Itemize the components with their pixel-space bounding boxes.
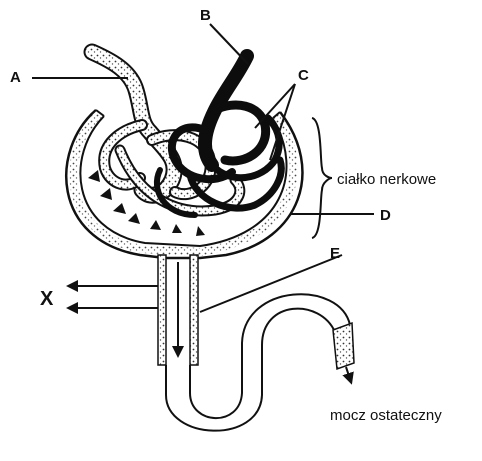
outlet-duct	[333, 323, 354, 379]
label-b: B	[200, 7, 211, 24]
label-a: A	[10, 69, 21, 86]
label-final-urine: mocz ostateczny	[330, 407, 442, 424]
leader-lines	[32, 24, 374, 312]
label-d: D	[380, 207, 391, 224]
label-renal-corpuscle: ciałko nerkowe	[337, 171, 436, 188]
proximal-tubule	[158, 255, 198, 365]
label-x: X	[40, 288, 54, 310]
afferent-arteriole	[92, 52, 240, 211]
label-c: C	[298, 67, 309, 84]
label-e: E	[330, 245, 340, 262]
